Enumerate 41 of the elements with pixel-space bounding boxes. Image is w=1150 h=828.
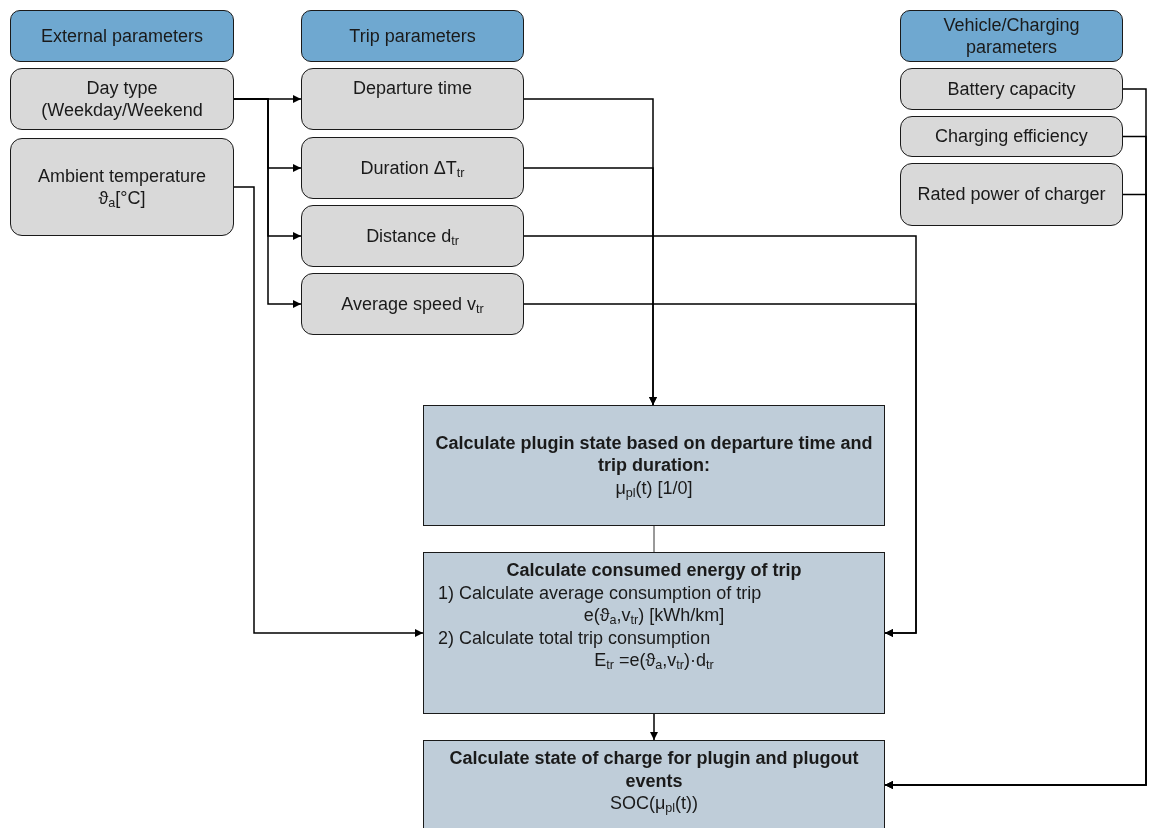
category-header [900,10,1123,62]
box-heading: Calculate plugin state based on departure time and trip duration: [434,431,874,477]
box-text: Rated power of charger [916,183,1107,206]
process-box [423,405,885,526]
box-text: Battery capacity [946,77,1077,101]
parameter-box [900,116,1123,157]
box-text: External parameters [39,24,205,48]
parameter-box [301,205,524,267]
parameter-box [900,68,1123,110]
box-text: 1) Calculate average consumption of trip [437,581,763,604]
parameter-box [301,68,524,130]
box-text: Departure time [351,77,474,100]
connector-arrow [523,303,917,637]
box-text: 2) Calculate total trip consumption [437,626,712,649]
box-text: Trip parameters [348,24,477,48]
parameter-box [900,163,1123,226]
category-header [301,10,524,62]
box-text: Distance d$_{tr}$ [365,224,460,248]
box-text: Day type (Weekday/Weekend [40,76,204,122]
box-heading: Calculate state of charge for plugin and plugout events [448,747,860,792]
box-text: Vehicle/Charging parameters [942,13,1081,59]
box-text: Average speed v$_{tr}$ [340,292,485,316]
box-text: E$_{tr}$ =e(ϑ$_{a}$,v$_{tr}$)·d$_{tr}$ [593,649,715,672]
category-header [10,10,234,62]
box-text: Duration ΔT$_{tr}$ [359,156,466,180]
connector-arrow [233,186,424,637]
parameter-box [10,138,234,236]
process-box [423,740,885,828]
connector-arrow [523,167,657,406]
box-text: μ$_{pl}$(t) [1/0] [614,476,694,500]
box-text: Ambient temperature ϑ$_{a}$[°C] [36,164,208,210]
connector-arrow [650,713,658,741]
process-box [423,552,885,714]
connector-arrow [233,98,302,308]
box-heading: Calculate consumed energy of trip [505,559,803,582]
box-text: Charging efficiency [934,125,1089,148]
parameter-box [301,273,524,335]
parameter-box [301,137,524,199]
box-text: e(ϑ$_{a}$,v$_{tr}$) [kWh/km] [582,604,726,627]
parameter-box [10,68,234,130]
box-text: SOC(μ$_{pl}$(t)) [608,792,700,815]
